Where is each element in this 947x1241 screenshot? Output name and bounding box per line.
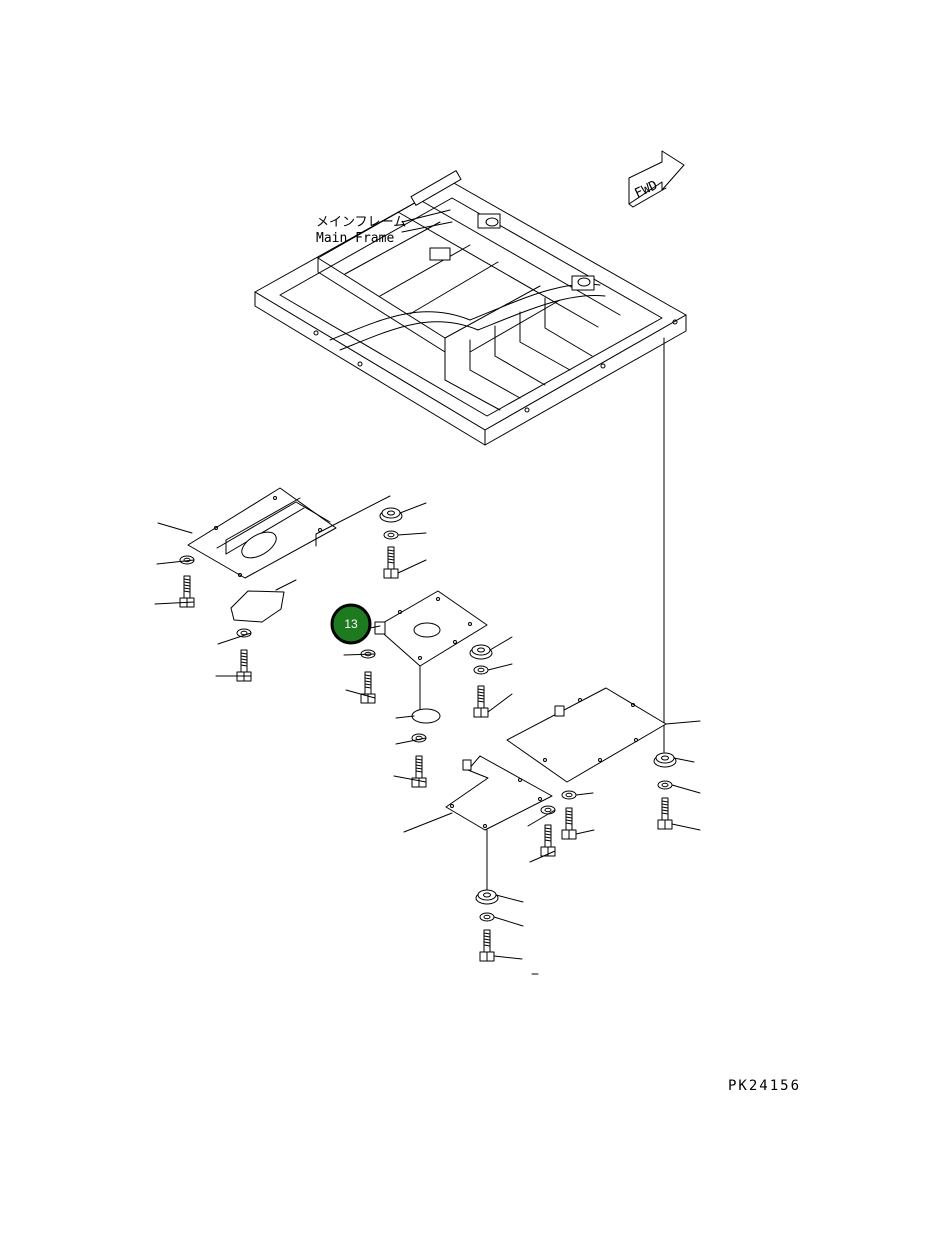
- washer-icon: [236, 628, 252, 638]
- hardware: [154, 502, 701, 962]
- damper-mount-icon: [475, 889, 499, 905]
- frame-label-leaders: [401, 209, 453, 233]
- bolt-icon: [561, 807, 577, 840]
- bolt-icon: [657, 797, 673, 830]
- bolt-icon: [479, 929, 495, 962]
- main-frame: [254, 170, 687, 446]
- cover-plate-lower: [403, 755, 553, 891]
- washer-icon: [479, 912, 495, 922]
- small-cover-plate: [230, 579, 297, 623]
- washer-icon: [657, 780, 673, 790]
- washer-icon: [383, 530, 399, 540]
- washer-icon: [540, 805, 556, 815]
- damper-mount-icon: [469, 644, 493, 660]
- cover-plate-left: [157, 487, 391, 579]
- frame-label-jp: メインフレーム: [316, 215, 406, 230]
- washer-icon: [473, 665, 489, 675]
- bolt-icon: [473, 685, 489, 718]
- cover-plate-right: [506, 687, 701, 783]
- drawing-code: PK24156: [728, 1078, 801, 1094]
- callout-13[interactable]: 13: [330, 603, 372, 645]
- callout-number: 13: [344, 617, 358, 631]
- center-cover-plate: [374, 590, 488, 724]
- damper-mount-icon: [379, 507, 403, 523]
- washer-icon: [561, 790, 577, 800]
- bolt-icon: [383, 546, 399, 579]
- frame-label-en: Main Frame: [316, 231, 394, 246]
- fwd-arrow-icon: FWD: [628, 150, 685, 208]
- bolt-icon: [540, 824, 556, 857]
- bolt-icon: [411, 755, 427, 788]
- bolt-icon: [360, 671, 376, 704]
- damper-mount-icon: [653, 752, 677, 768]
